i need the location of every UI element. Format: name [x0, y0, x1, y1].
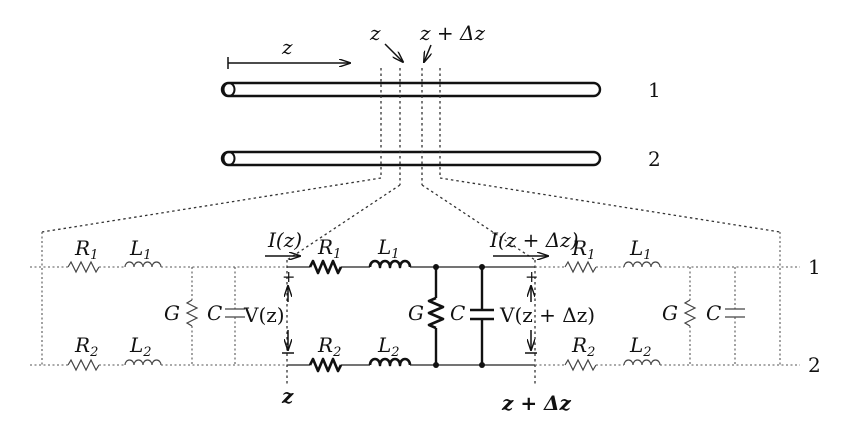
- center-g-label: G: [408, 301, 424, 325]
- z-arrow-label: z: [281, 35, 293, 59]
- conductor-1: [220, 81, 602, 98]
- equivalent-circuit: R1 L1 R2 L2 G C: [30, 228, 821, 415]
- conductor-1-end: [222, 82, 236, 97]
- right-g-label: G: [662, 301, 678, 325]
- position-z-dz-label: z + Δz: [501, 391, 572, 415]
- position-z-label: z: [281, 384, 294, 408]
- center-r1-resistor: [308, 259, 343, 275]
- conductor-2-label: 2: [648, 147, 661, 171]
- left-r2-label: R2: [74, 333, 98, 360]
- right-c-label: C: [706, 301, 721, 325]
- center-r2-resistor: [308, 357, 343, 373]
- center-r2-label: R2: [317, 333, 341, 360]
- right-section: R1 L1 R2 L2 G C: [535, 232, 800, 372]
- center-l2-inductor: [368, 357, 412, 367]
- top-view: z z z + Δz 1 2: [41, 21, 781, 261]
- center-section: + + I(z) I(z + Δz) R1 L1 R2 L2 G C V(z) …: [243, 228, 595, 415]
- z-direction-arrow: [227, 57, 350, 69]
- left-g-label: G: [164, 301, 180, 325]
- left-section: R1 L1 R2 L2 G C: [30, 232, 287, 372]
- z-pointer-label: z: [369, 21, 381, 45]
- junction-dot: [479, 264, 485, 270]
- left-l2-label: L2: [129, 333, 152, 360]
- voltage-out-label: V(z + Δz): [499, 303, 595, 327]
- center-g-resistor: [427, 296, 445, 330]
- conductor-1-label: 1: [648, 78, 661, 102]
- current-in-label: I(z): [267, 228, 302, 252]
- right-r1-label: R1: [571, 236, 595, 263]
- left-r1-label: R1: [74, 236, 98, 263]
- z-dz-pointer-arrow: [424, 44, 431, 62]
- right-l2-label: L2: [629, 333, 652, 360]
- current-out-label: I(z + Δz): [489, 228, 579, 252]
- center-l2-label: L2: [377, 333, 400, 360]
- voltage-in-label: V(z): [243, 303, 285, 327]
- junction-dot: [479, 362, 485, 368]
- junction-dot: [433, 264, 439, 270]
- voltage-in-plus: +: [282, 267, 295, 286]
- line-2-label: 2: [808, 353, 821, 377]
- junction-dot: [433, 362, 439, 368]
- voltage-out-plus: +: [525, 267, 538, 286]
- z-pointer-arrow: [384, 43, 403, 62]
- center-l1-label: L1: [377, 235, 400, 262]
- slice-lines: [41, 68, 781, 261]
- line-1-label: 1: [808, 255, 821, 279]
- conductor-2: [220, 150, 602, 167]
- left-l1-label: L1: [129, 236, 152, 263]
- center-r1-label: R1: [317, 235, 341, 262]
- center-l1-inductor: [368, 259, 412, 269]
- conductor-2-end: [222, 151, 236, 166]
- z-dz-pointer-label: z + Δz: [419, 21, 485, 45]
- center-c-label: C: [450, 301, 465, 325]
- right-l1-label: L1: [629, 236, 652, 263]
- left-c-label: C: [207, 301, 222, 325]
- right-r2-label: R2: [571, 333, 595, 360]
